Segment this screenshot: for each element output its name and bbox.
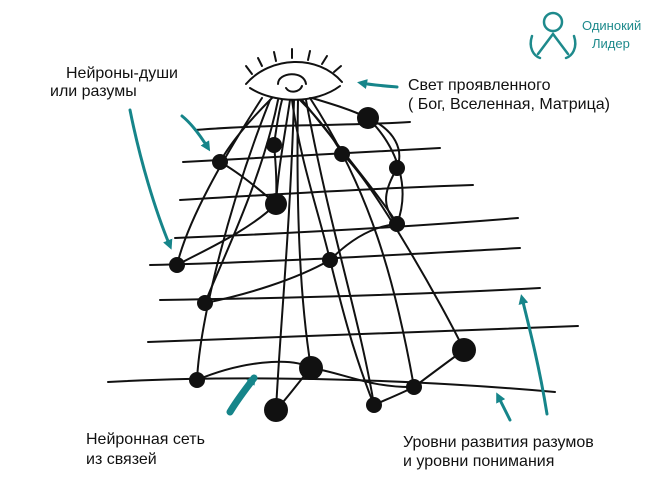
neuron-node xyxy=(265,193,287,215)
logo-line-1: Одинокий xyxy=(582,18,642,33)
arrow-to-neuron-left xyxy=(128,108,173,250)
neuron-node xyxy=(366,397,382,413)
logo-line-2: Лидер xyxy=(592,36,630,51)
annotation-arrows xyxy=(128,79,549,422)
light-label-line-2: ( Бог, Вселенная, Матрица) xyxy=(408,96,610,113)
neuron-node xyxy=(389,216,405,232)
neuron-node xyxy=(266,137,282,153)
neuron-node xyxy=(389,160,405,176)
neuron-node xyxy=(406,379,422,395)
level-line xyxy=(107,377,556,393)
person-ring-icon xyxy=(529,11,577,60)
network-label-line-1: Нейронная сеть xyxy=(86,431,205,448)
level-line xyxy=(159,287,541,301)
neuron-node xyxy=(299,356,323,380)
network-label-line-2: из связей xyxy=(86,451,157,468)
neurons-label-line-1: Нейроны-души xyxy=(66,65,178,82)
eye-icon xyxy=(245,48,343,101)
arrow-to-neuron-top xyxy=(180,114,211,152)
level-line xyxy=(179,184,474,201)
neuron-nodes xyxy=(169,107,476,422)
levels-label-line-2: и уровни понимания xyxy=(403,453,555,470)
neuron-node xyxy=(212,154,228,170)
neurons-label-line-2: или разумы xyxy=(50,83,137,100)
neuron-node xyxy=(357,107,379,129)
level-line xyxy=(194,121,411,131)
arrow-to-eye xyxy=(357,79,399,89)
neuron-node xyxy=(169,257,185,273)
levels-label-line-1: Уровни развития разумов xyxy=(403,434,594,451)
light-label-line-1: Свет проявленного xyxy=(408,77,551,94)
arrow-to-levels-right xyxy=(518,294,549,416)
neuron-node xyxy=(264,398,288,422)
level-line xyxy=(147,325,579,343)
neuron-node xyxy=(197,295,213,311)
neuron-node xyxy=(189,372,205,388)
arrow-to-levels-bottom xyxy=(496,392,512,422)
neuron-node xyxy=(334,146,350,162)
neuron-node xyxy=(452,338,476,362)
neuron-node xyxy=(322,252,338,268)
arrow-to-network xyxy=(226,374,258,416)
level-line xyxy=(149,247,521,266)
